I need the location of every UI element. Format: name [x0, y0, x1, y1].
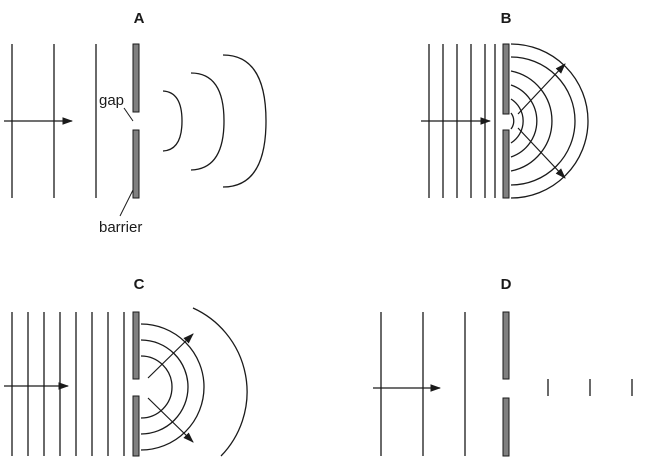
diffracted-wavefront	[140, 355, 173, 419]
diffracted-wavefront	[510, 56, 576, 186]
panel-c-label: C	[134, 276, 145, 293]
panel-c: C	[4, 276, 248, 457]
panel-a: A gap barrier	[4, 10, 267, 236]
diffracted-wavefront	[510, 84, 538, 158]
spread-arrow-down	[517, 127, 566, 179]
diffracted-wavefront	[140, 339, 189, 435]
panel-b-label: B	[501, 10, 512, 27]
diffracted-wavefront	[140, 323, 205, 451]
spread-arrow-up	[147, 333, 194, 379]
barrier-label: barrier	[99, 219, 142, 236]
barrier-lower	[502, 397, 510, 457]
barrier-lower	[502, 129, 510, 199]
diffracted-wavefront	[192, 307, 248, 457]
diffracted-wavefront	[510, 70, 553, 172]
gap-leader-line	[123, 107, 134, 122]
diffracted-wavefront	[190, 72, 225, 171]
barrier-leader-line	[119, 189, 134, 217]
diffracted-wavefront	[510, 43, 589, 199]
diffracted-wavefront	[510, 112, 515, 130]
diffracted-wavefront	[510, 98, 524, 144]
diffracted-wavefront	[162, 90, 183, 152]
spread-arrow-up	[517, 63, 566, 115]
panel-d-label: D	[501, 276, 512, 293]
barrier-upper	[502, 311, 510, 380]
barrier-upper	[132, 43, 140, 113]
panel-a-label: A	[134, 10, 145, 27]
panel-b: B	[421, 10, 589, 199]
gap-label: gap	[99, 92, 124, 109]
barrier-upper	[502, 43, 510, 115]
spread-arrow-down	[147, 397, 194, 443]
diffracted-wavefront	[222, 54, 267, 188]
barrier-upper	[132, 311, 140, 380]
barrier-lower	[132, 395, 140, 457]
panel-d: D	[373, 276, 633, 457]
barrier-lower	[132, 129, 140, 199]
